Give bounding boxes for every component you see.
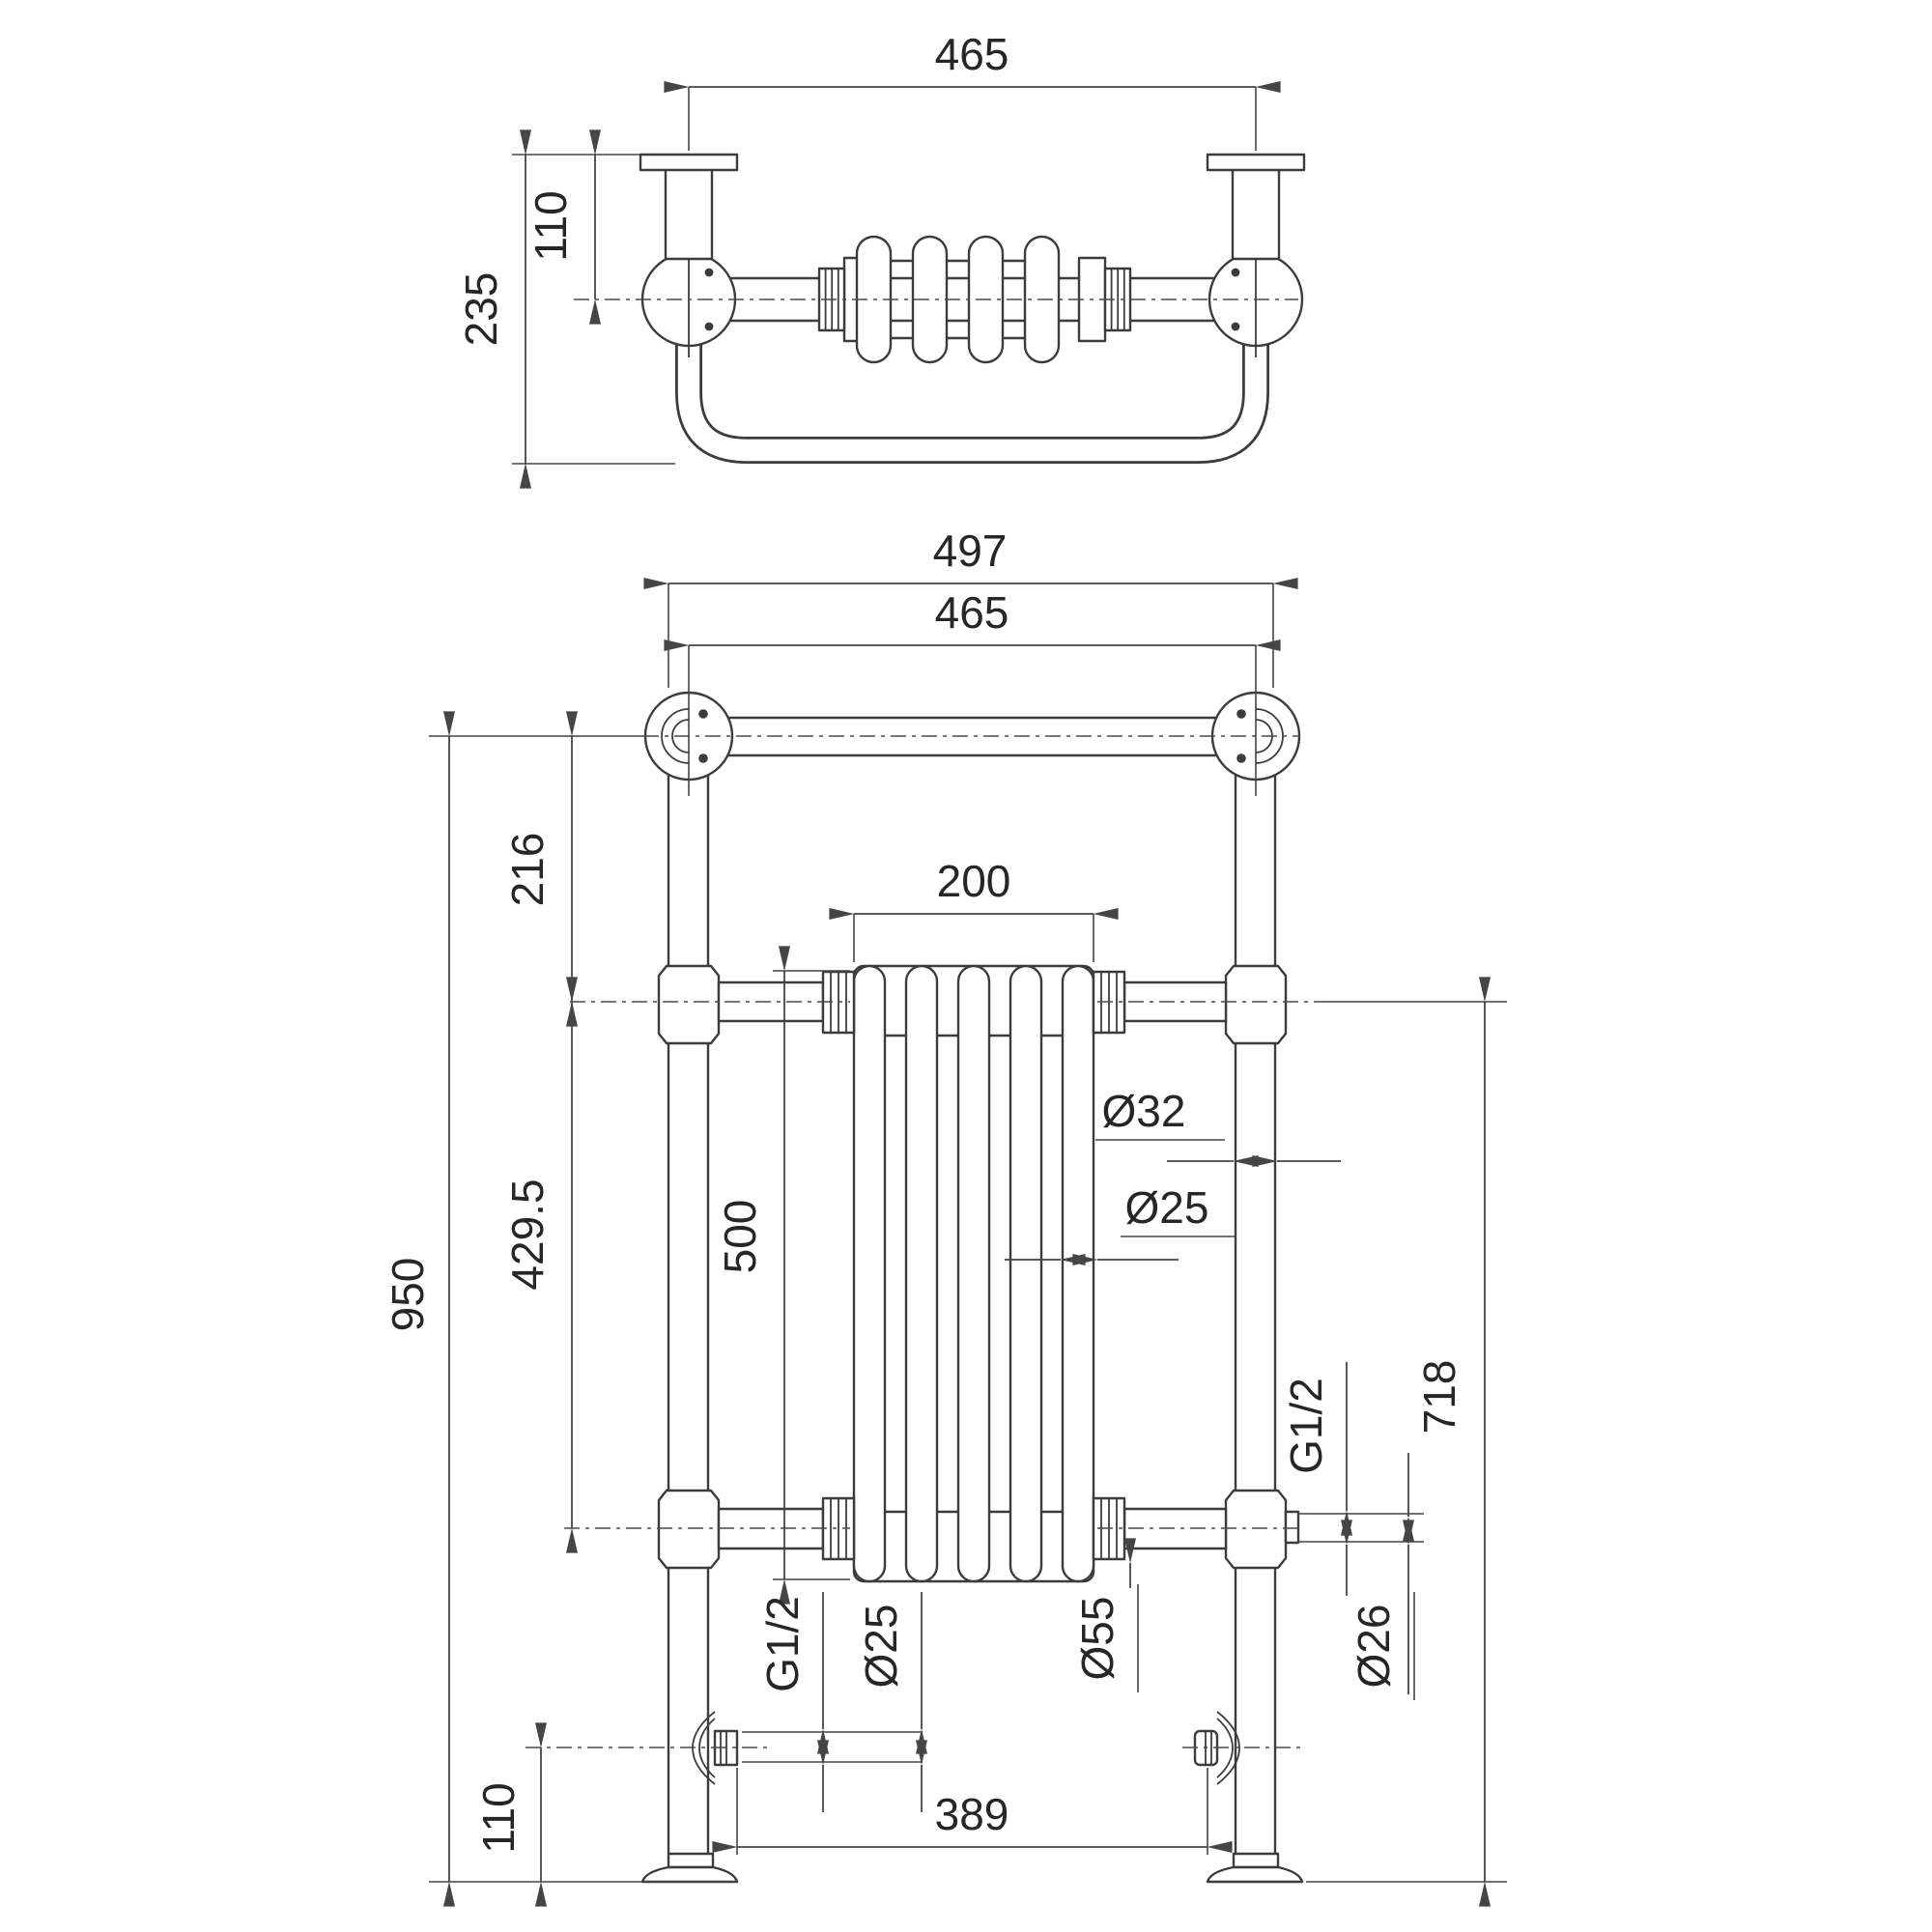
dim-column-diameter: Ø25	[1125, 1182, 1209, 1233]
dim-plan-width-centres: 465	[935, 29, 1009, 79]
plan-dimensions: 465 110 235	[456, 29, 1281, 489]
front-dimensions: 497 465 216 429.5 950 200 500	[383, 526, 1507, 1907]
front-view: 497 465 216 429.5 950 200 500	[383, 526, 1507, 1907]
dim-outlet-diameter: Ø26	[1349, 1605, 1399, 1689]
radiator-column	[904, 964, 939, 1583]
foot-left	[640, 1852, 739, 1884]
tee-top-left	[657, 964, 721, 1045]
dim-overall-depth: 235	[456, 272, 506, 347]
dim-overall-height: 950	[383, 1258, 433, 1332]
dim-drain-height: 110	[473, 1782, 524, 1853]
dim-width-centres: 465	[935, 587, 1009, 638]
dim-drain-diameter: Ø25	[856, 1605, 906, 1689]
dim-radiator-width: 200	[937, 856, 1011, 906]
radiator-front	[852, 964, 1095, 1583]
dim-radiator-height: 500	[715, 1200, 765, 1274]
dim-tee-spacing: 429.5	[502, 1179, 553, 1290]
wall-bracket-left	[639, 153, 739, 261]
plan-view: 465 110 235	[456, 29, 1306, 489]
tee-top-right	[1224, 964, 1288, 1045]
dim-union-nut-diameter: Ø55	[1072, 1597, 1122, 1681]
radiator-column	[852, 964, 887, 1583]
tee-bottom-left	[657, 1489, 721, 1570]
dim-thread-right: G1/2	[1281, 1378, 1331, 1474]
foot-right	[1206, 1852, 1304, 1884]
outlet-stub-right	[1284, 1510, 1300, 1545]
dim-tee-to-floor: 718	[1414, 1360, 1464, 1435]
dim-thread-left: G1/2	[757, 1596, 808, 1692]
dim-drain-spacing: 389	[935, 1789, 1009, 1839]
tee-bottom-right	[1224, 1489, 1288, 1570]
dim-pipe-diameter: Ø32	[1102, 1086, 1186, 1136]
wall-bracket-right	[1206, 153, 1306, 261]
dim-overall-width: 497	[933, 526, 1008, 576]
dim-rail-to-tee: 216	[502, 833, 553, 907]
radiator-column	[1061, 964, 1095, 1583]
radiator-column	[956, 964, 991, 1583]
radiator-column	[1009, 964, 1043, 1583]
dim-wall-to-rail: 110	[526, 190, 576, 261]
